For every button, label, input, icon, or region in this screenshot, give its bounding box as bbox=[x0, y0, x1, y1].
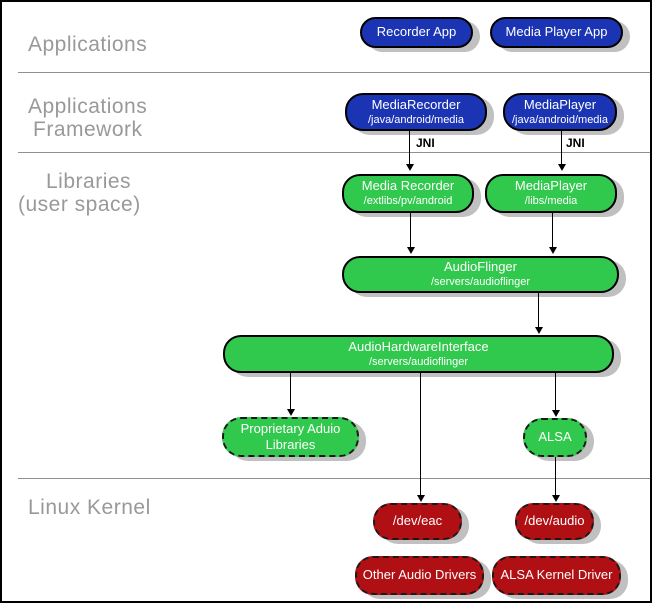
framework-label-line2: Framework bbox=[33, 118, 143, 141]
edge-alsa-to-devaudio-line bbox=[555, 457, 556, 495]
edge-recorder-to-audioflinger-line bbox=[410, 213, 411, 247]
node-other-audio-drivers: Other Audio Drivers bbox=[355, 556, 484, 595]
edge-ahi-to-alsa-arrowhead bbox=[552, 410, 560, 417]
edge-audioflinger-to-ahi-arrowhead bbox=[535, 327, 543, 334]
node-title: AudioHardwareInterface bbox=[348, 338, 489, 354]
edge-player-to-audioflinger-arrowhead bbox=[549, 247, 557, 254]
edge-ahi-to-alsa-line bbox=[555, 373, 556, 410]
divider-framework bbox=[18, 152, 650, 153]
layer-label-linux-kernel: Linux Kernel bbox=[28, 496, 151, 519]
node-title: MediaPlayer bbox=[523, 96, 597, 112]
edge-ahi-to-proprietary-arrowhead bbox=[287, 409, 295, 416]
linux-kernel-label-text: Linux Kernel bbox=[28, 496, 151, 519]
jni-label-left: JNI bbox=[416, 136, 435, 150]
node-alsa-kernel-driver: ALSA Kernel Driver bbox=[492, 556, 621, 595]
divider-applications bbox=[18, 72, 650, 73]
edge-mediaplayer-jni-line bbox=[561, 131, 562, 165]
node-title: MediaRecorder bbox=[371, 96, 461, 112]
node-title: /dev/eac bbox=[392, 513, 443, 529]
node-subtitle: /java/android/media bbox=[367, 113, 464, 126]
node-proprietary-audio-libraries: Proprietary Aduio Libraries bbox=[222, 417, 359, 457]
node-mediaplayer-lib: MediaPlayer /libs/media bbox=[485, 174, 617, 213]
edge-mediarecorder-jni-arrowhead bbox=[406, 164, 414, 171]
node-media-recorder-lib: Media Recorder /extlibs/pv/android bbox=[342, 174, 474, 213]
node-subtitle: /servers/audioflinger bbox=[430, 276, 531, 289]
edge-ahi-to-deveac-arrowhead bbox=[417, 495, 425, 502]
node-title: /dev/audio bbox=[524, 513, 585, 529]
node-audioflinger: AudioFlinger /servers/audioflinger bbox=[342, 256, 619, 293]
node-title: Media Player App bbox=[505, 24, 608, 40]
edge-player-to-audioflinger-line bbox=[552, 213, 553, 247]
node-subtitle: /libs/media bbox=[524, 195, 578, 208]
libraries-label-line2: (user space) bbox=[18, 193, 141, 216]
edge-alsa-to-devaudio-arrowhead bbox=[552, 495, 560, 502]
node-title: ALSA bbox=[538, 429, 572, 445]
node-title: ALSA Kernel Driver bbox=[500, 567, 613, 583]
divider-kernel bbox=[18, 478, 650, 479]
node-subtitle: /extlibs/pv/android bbox=[363, 195, 453, 208]
node-title: Proprietary Aduio Libraries bbox=[240, 420, 341, 452]
node-mediaplayer-framework: MediaPlayer /java/android/media bbox=[503, 93, 617, 131]
layer-label-libraries: Libraries (user space) bbox=[18, 170, 141, 216]
node-subtitle: /java/android/media bbox=[511, 113, 608, 126]
layer-label-applications: Applications bbox=[28, 33, 147, 56]
edge-recorder-to-audioflinger-arrowhead bbox=[407, 247, 415, 254]
edge-ahi-to-proprietary-line bbox=[290, 373, 291, 409]
layer-label-applications-framework: Applications Framework bbox=[28, 95, 147, 141]
node-subtitle: /servers/audioflinger bbox=[368, 355, 469, 368]
node-title: AudioFlinger bbox=[444, 259, 517, 275]
node-title: MediaPlayer bbox=[514, 178, 588, 194]
edge-mediarecorder-jni-line bbox=[409, 131, 410, 165]
jni-label-right: JNI bbox=[566, 136, 585, 150]
libraries-label-line1: Libraries bbox=[46, 170, 132, 193]
edge-audioflinger-to-ahi-line bbox=[538, 293, 539, 327]
node-title: Media Recorder bbox=[361, 178, 455, 194]
edge-ahi-to-deveac-line bbox=[420, 373, 421, 495]
node-dev-audio: /dev/audio bbox=[515, 503, 594, 540]
node-dev-eac: /dev/eac bbox=[373, 503, 462, 540]
node-mediarecorder-framework: MediaRecorder /java/android/media bbox=[345, 93, 487, 131]
edge-mediaplayer-jni-arrowhead bbox=[558, 164, 566, 171]
framework-label-line1: Applications bbox=[28, 95, 148, 118]
node-title: Recorder App bbox=[376, 24, 457, 40]
node-audiohardwareinterface: AudioHardwareInterface /servers/audiofli… bbox=[223, 335, 614, 373]
node-title: Other Audio Drivers bbox=[362, 567, 477, 583]
node-media-player-app: Media Player App bbox=[490, 17, 623, 48]
node-recorder-app: Recorder App bbox=[360, 17, 473, 48]
node-alsa: ALSA bbox=[523, 418, 587, 457]
layer-label-applications-text: Applications bbox=[28, 33, 148, 56]
